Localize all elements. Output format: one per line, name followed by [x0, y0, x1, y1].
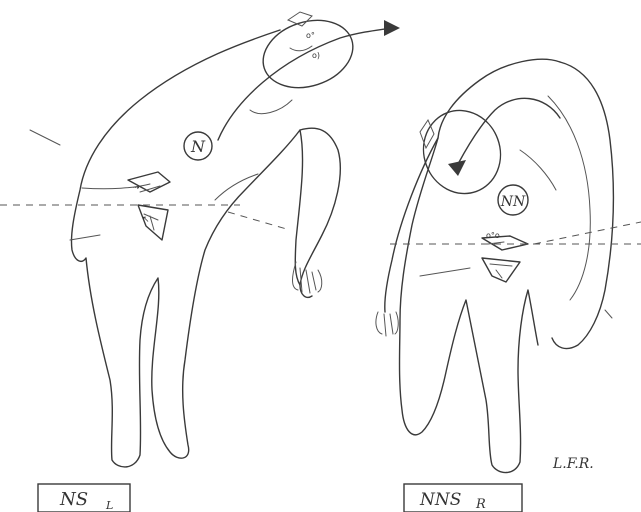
- svg-text:o°: o°: [306, 31, 315, 40]
- left-figure-head: [254, 9, 361, 98]
- right-arrowhead-icon: [448, 160, 466, 176]
- right-caption-subscript: R: [475, 497, 486, 512]
- right-figure-rotation-arrow: [458, 98, 560, 164]
- svg-text:⇢: ⇢: [133, 183, 140, 192]
- svg-text:↖: ↖: [142, 215, 150, 225]
- left-figure-rotation-arrow: [218, 28, 392, 140]
- artist-signature: L.F.R.: [552, 456, 594, 472]
- right-figure-outline: [400, 59, 561, 472]
- left-region-label: N: [190, 137, 206, 156]
- left-caption-box: NS L: [38, 484, 130, 512]
- right-caption-text: NNS: [419, 490, 461, 510]
- left-caption-subscript: L: [105, 499, 113, 512]
- right-figure-head: [412, 100, 512, 205]
- left-figure-outline: [71, 30, 302, 467]
- right-figure-hand: [376, 312, 398, 336]
- left-figure: o° o) N ⇢ ↖: [0, 9, 400, 467]
- left-arrowhead-icon: [384, 20, 400, 36]
- right-region-label: NN: [500, 194, 526, 210]
- right-figure: NN o°o: [376, 59, 641, 472]
- right-caption-box: NNS R: [404, 484, 522, 512]
- left-caption-text: NS: [59, 489, 88, 510]
- right-pelvis: [482, 236, 528, 282]
- svg-text:o): o): [312, 51, 320, 60]
- svg-text:o°o: o°o: [486, 231, 500, 240]
